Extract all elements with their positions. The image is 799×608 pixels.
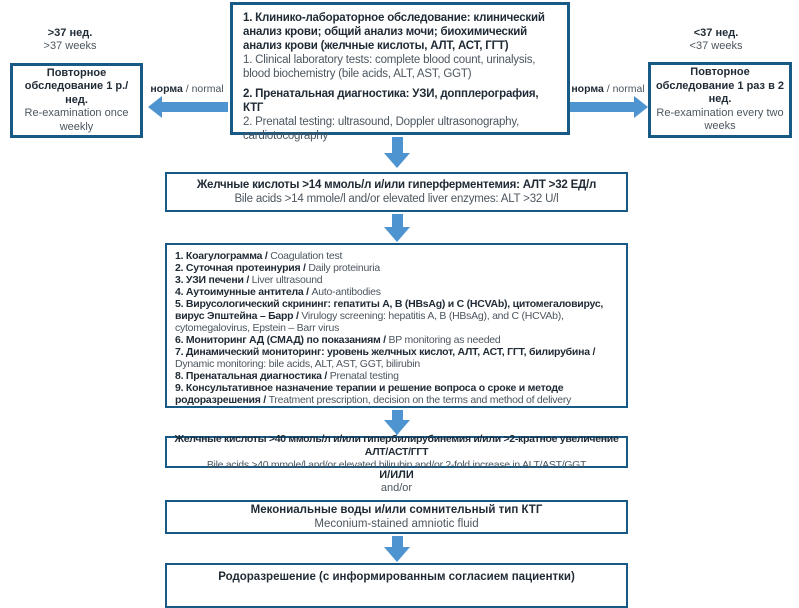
node-management-list: 1. Коагулограмма / Coagulation test 2. С…	[165, 243, 628, 408]
management-item-2: 2. Суточная протеинурия / Daily proteinu…	[175, 262, 380, 274]
connector-arrow-down-4-icon	[384, 536, 410, 562]
node-initial-exam: 1. Клинико-лабораторное обследование: кл…	[230, 2, 570, 142]
node-reexam-biweekly: Повторное обследование 1 раз в 2 нед. Re…	[648, 62, 792, 138]
initial-exam-item2-ru: 2. Пренатальная диагностика: УЗИ, доппле…	[243, 88, 539, 114]
connector-arrow-down-2-icon	[384, 214, 410, 242]
management-item-7: 7. Динамический мониторинг: уровень желч…	[175, 346, 596, 370]
management-item-1: 1. Коагулограмма / Coagulation test	[175, 250, 343, 262]
initial-exam-item1: 1. Клинико-лабораторное обследование: кл…	[243, 11, 557, 81]
label-lt37-weeks: <37 нед. <37 weeks	[689, 27, 743, 52]
management-item-4: 4. Аутоимунные антитела / Auto-antibodie…	[175, 286, 381, 298]
connector-arrow-down-3-icon	[384, 410, 410, 435]
initial-exam-item2: 2. Пренатальная диагностика: УЗИ, доппле…	[243, 87, 557, 143]
label-norma-left: норма / normal	[150, 83, 224, 95]
management-item-8: 8. Пренатальная диагностика / Prenatal t…	[175, 370, 399, 382]
management-item-3: 3. УЗИ печени / Liver ultrasound	[175, 274, 323, 286]
connector-arrow-down-1-icon	[384, 137, 410, 168]
label-gt37-weeks: >37 нед. >37 weeks	[43, 27, 97, 52]
connector-arrow-right-icon	[570, 96, 648, 118]
management-item-9: 9. Консультативное назначение терапии и …	[175, 382, 572, 406]
initial-exam-item1-en: 1. Clinical laboratory tests: complete b…	[243, 54, 536, 80]
initial-exam-item1-ru: 1. Клинико-лабораторное обследование: кл…	[243, 12, 545, 52]
flowchart-canvas: { "palette": { "box_border": "#175a86", …	[10, 2, 792, 608]
initial-exam-item2-en: 2. Prenatal testing: ultrasound, Doppler…	[243, 116, 520, 142]
label-and-or: И/ИЛИ and/or	[379, 469, 414, 494]
node-meconium: Мекониальные воды и/или сомнительный тип…	[165, 500, 628, 534]
management-item-5: 5. Вирусологический скрининг: гепатиты А…	[175, 298, 604, 334]
connector-arrow-left-icon	[148, 96, 228, 118]
label-norma-right: норма / normal	[571, 83, 645, 95]
node-bile-acids-40: Желчные кислоты >40 ммоль/л и/или гиперб…	[165, 433, 628, 471]
node-delivery: Родоразрешение (с информированным соглас…	[165, 563, 628, 608]
management-item-6: 6. Мониторинг АД (СМАД) по показаниям / …	[175, 334, 501, 346]
node-reexam-weekly: Повторное обследование 1 р./нед. Re-exam…	[10, 63, 143, 138]
node-bile-acids-14: Желчные кислоты >14 ммоль/л и/или гиперф…	[165, 172, 628, 212]
